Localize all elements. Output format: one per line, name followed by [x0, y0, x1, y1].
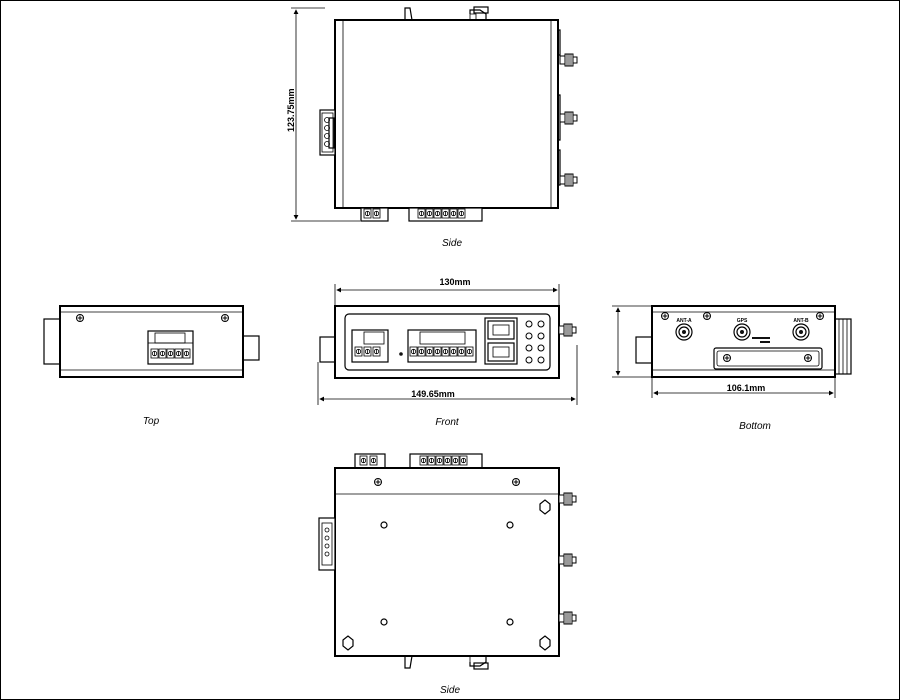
side-top-caption: Side — [442, 238, 462, 249]
top-caption: Top — [143, 416, 160, 427]
side-view-bottom: Side — [318, 453, 577, 696]
ant-a-label: ANT-A — [676, 318, 692, 324]
side-bottom-caption: Side — [440, 685, 460, 696]
bottom-width-dimension: 106.1mm — [727, 383, 766, 393]
front-width-dimension: 130mm — [439, 277, 470, 287]
gps-label: GPS — [737, 318, 748, 324]
front-view: 130mm — [317, 277, 578, 428]
front-overall-dimension: 149.65mm — [411, 389, 455, 399]
top-view: Top — [43, 305, 260, 427]
front-caption: Front — [435, 417, 460, 428]
bottom-view: ANT-A GPS ANT-B 106.1mm Bottom — [612, 305, 852, 432]
bottom-caption: Bottom — [739, 421, 771, 432]
ant-b-label: ANT-B — [793, 318, 809, 324]
height-dimension: 123.75mm — [286, 88, 296, 132]
side-view-top: 123.75mm Side — [286, 6, 578, 249]
